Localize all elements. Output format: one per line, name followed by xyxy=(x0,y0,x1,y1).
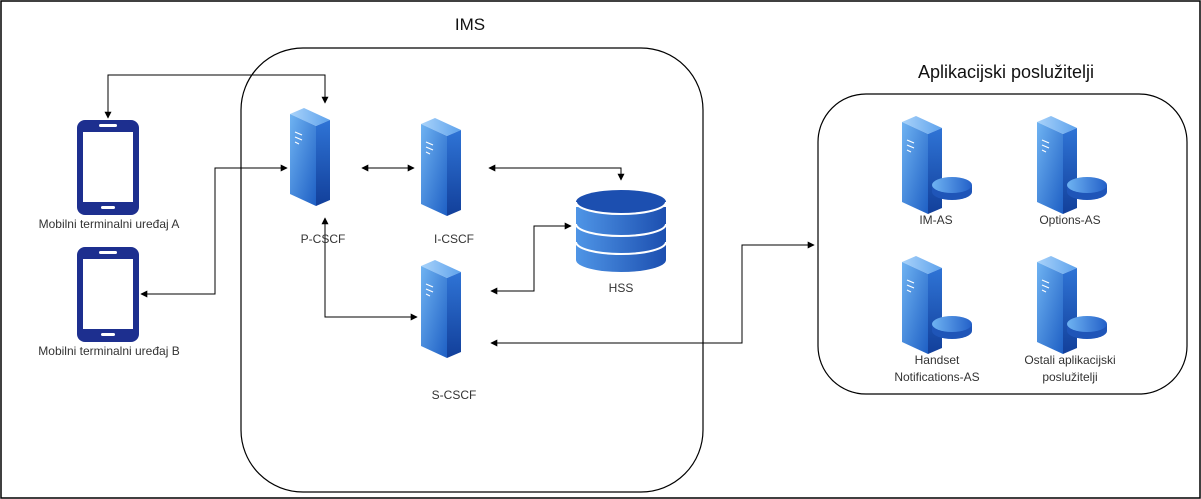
connector-icscf-hss xyxy=(488,164,625,181)
pcscf-label: P-CSCF xyxy=(301,232,346,246)
other-as-node: Ostali aplikacijski poslužitelji xyxy=(1024,255,1116,384)
icscf-label: I-CSCF xyxy=(434,232,474,246)
handset-as-label-line2: Notifications-AS xyxy=(894,370,979,384)
server-icon xyxy=(420,117,462,217)
connector-scscf-app-servers xyxy=(490,241,815,347)
hss-label: HSS xyxy=(609,281,634,295)
ims-group-title: IMS xyxy=(455,15,485,34)
handset-notifications-as-node: Handset Notifications-AS xyxy=(894,255,980,384)
hss-node: HSS xyxy=(575,190,667,295)
scscf-node: S-CSCF xyxy=(420,259,477,402)
mobile-device-b-label: Mobilni terminalni uređaj B xyxy=(38,344,179,358)
connector-device-a-pcscf xyxy=(104,74,329,119)
other-as-label-line2: poslužitelji xyxy=(1042,370,1097,384)
icscf-node: I-CSCF xyxy=(420,117,474,246)
options-as-label: Options-AS xyxy=(1039,213,1100,227)
im-as-label: IM-AS xyxy=(919,213,952,227)
mobile-device-a: Mobilni terminalni uređaj A xyxy=(39,120,180,231)
app-servers-group-box xyxy=(817,93,1188,395)
pcscf-node: P-CSCF xyxy=(289,107,346,246)
handset-as-label-line1: Handset xyxy=(915,353,960,367)
server-icon xyxy=(289,107,331,207)
database-icon xyxy=(575,190,667,272)
mobile-device-a-label: Mobilni terminalni uređaj A xyxy=(39,217,180,231)
other-as-label-line1: Ostali aplikacijski xyxy=(1024,353,1115,367)
server-icon xyxy=(420,259,462,359)
connector-pcscf-scscf xyxy=(321,217,418,321)
options-as-node: Options-AS xyxy=(1036,115,1107,227)
mobile-phone-icon xyxy=(77,120,139,215)
mobile-phone-icon xyxy=(77,247,139,342)
app-servers-group-title: Aplikacijski poslužitelji xyxy=(918,62,1094,82)
connector-device-b-pcscf xyxy=(140,164,288,298)
mobile-device-b: Mobilni terminalni uređaj B xyxy=(38,247,180,358)
im-as-node: IM-AS xyxy=(901,115,972,227)
scscf-label: S-CSCF xyxy=(432,388,477,402)
